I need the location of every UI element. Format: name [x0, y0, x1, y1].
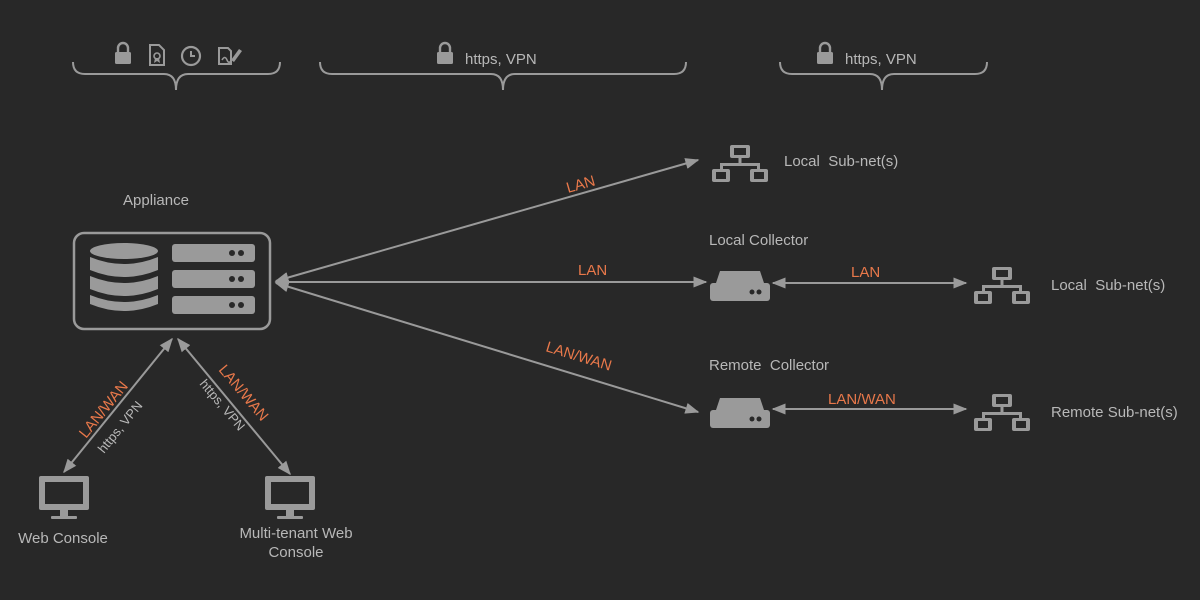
link-label-appliance-local-subnet: LAN: [564, 172, 597, 196]
network-icon: [712, 145, 768, 182]
monitor-icon: [265, 476, 315, 519]
appliance-node: Appliance: [72, 192, 272, 331]
header-middle: https, VPN: [319, 41, 687, 91]
local-subnet-mid-node: Local Sub-net(s): [974, 267, 1165, 304]
header-right: https, VPN: [779, 41, 988, 91]
lock-icon: [815, 41, 835, 66]
link-label-appliance-local-collector: LAN: [578, 262, 607, 279]
link-appliance-remote-collector: [274, 281, 700, 414]
clock-icon: [180, 45, 202, 67]
remote-subnet-label: Remote Sub-net(s): [1051, 404, 1178, 421]
server-icon: [710, 398, 770, 428]
local-collector-node: Local Collector: [709, 232, 808, 301]
monitor-icon: [39, 476, 89, 519]
network-icon: [974, 394, 1030, 431]
database-server-icon: [90, 243, 255, 314]
appliance-frame: [72, 231, 272, 331]
brace-right: [779, 61, 988, 91]
lock-icon: [113, 41, 133, 66]
network-icon: [974, 267, 1030, 304]
web-console-node: Web Console: [18, 476, 108, 547]
link-label-appliance-remote-collector: LAN/WAN: [544, 339, 614, 375]
link-label-remote-collector-subnet: LAN/WAN: [828, 391, 896, 408]
local-subnet-top-label: Local Sub-net(s): [784, 153, 898, 170]
remote-subnet-node: Remote Sub-net(s): [974, 394, 1178, 431]
header-left: [72, 41, 281, 91]
link-appliance-mt-console: [177, 337, 291, 476]
remote-collector-node: Remote Collector: [709, 357, 829, 428]
local-collector-label: Local Collector: [709, 232, 808, 249]
mt-console-node: Multi-tenant Web Console: [239, 476, 353, 561]
local-subnet-mid-label: Local Sub-net(s): [1051, 277, 1165, 294]
header-right-label: https, VPN: [845, 51, 917, 68]
web-console-label: Web Console: [18, 530, 108, 547]
header-middle-label: https, VPN: [465, 51, 537, 68]
certificate-document-icon: [149, 44, 165, 66]
brace-middle: [319, 61, 687, 91]
mt-console-label-line2: Console: [268, 544, 323, 561]
brace-left: [72, 61, 281, 91]
mt-console-label-line1: Multi-tenant Web: [239, 525, 352, 542]
appliance-label: Appliance: [123, 192, 189, 209]
signature-icon: [218, 47, 242, 65]
local-subnet-top-node: Local Sub-net(s): [712, 145, 898, 182]
link-label-local-collector-subnet: LAN: [851, 264, 880, 281]
lock-icon: [435, 41, 455, 66]
server-icon: [710, 271, 770, 301]
link-appliance-local-subnet: [274, 158, 700, 283]
link-appliance-web-console: [63, 337, 173, 474]
remote-collector-label: Remote Collector: [709, 357, 829, 374]
